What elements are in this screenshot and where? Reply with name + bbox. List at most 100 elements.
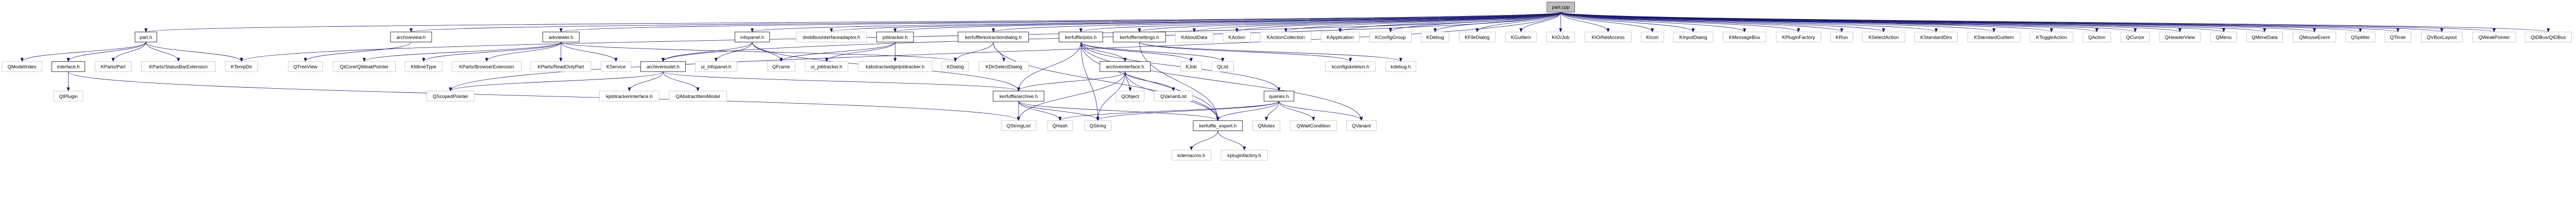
node-label: KDialog xyxy=(947,64,964,70)
node-box xyxy=(2384,31,2412,42)
node-kdebug: KDebug xyxy=(1421,31,1450,42)
node-box xyxy=(2293,31,2336,42)
edge-archiveinterface-h-to-qvariantlist xyxy=(1125,71,1175,92)
node-box xyxy=(1211,61,1234,72)
node-qstringlist: QStringList xyxy=(1001,120,1037,131)
edge-part-cpp-to-kaboutdata xyxy=(1193,12,1561,32)
node-box xyxy=(1172,150,1211,161)
node-qtreeview: QTreeView xyxy=(287,61,323,72)
node-kconfigskeleton-h: kconfigskeleton.h xyxy=(1325,61,1376,72)
node-part-h[interactable]: part.h xyxy=(134,31,157,42)
node-queries-h[interactable]: queries.h xyxy=(1263,91,1294,102)
node-ktempdir: KTempDir xyxy=(225,61,258,72)
edge-part-cpp-to-kerfuffle-settings-h xyxy=(1138,12,1561,32)
node-box xyxy=(530,61,591,72)
node-archiveview-h[interactable]: archiveview.h xyxy=(390,31,432,42)
node-box xyxy=(2121,31,2150,42)
node-label: QModelIndex xyxy=(8,64,37,70)
node-box xyxy=(958,31,1029,42)
node-qtplugin: QtPlugin xyxy=(53,91,83,102)
node-label: QHeaderView xyxy=(2165,34,2195,40)
node-label: QWaitCondition xyxy=(1297,123,1331,128)
node-kdemacros-h: kdemacros.h xyxy=(1172,150,1211,161)
edge-part-cpp-to-kio-netaccess xyxy=(1561,12,1610,32)
node-label: QVariant xyxy=(1352,123,1371,128)
node-kparts-statusbarextension: KParts/StatusBarExtension xyxy=(141,61,216,72)
edge-kerfuffle-jobs-h-to-queries-h xyxy=(1080,42,1281,92)
node-box xyxy=(141,61,216,72)
node-box xyxy=(1175,31,1213,42)
edge-part-cpp-to-jobtracker-h xyxy=(893,12,1561,32)
node-kguiitem: KGuiItem xyxy=(1505,31,1537,42)
node-label: kpluginfactory.h xyxy=(1228,152,1261,158)
edge-interface-h-to-qstringlist xyxy=(68,71,1020,121)
node-box xyxy=(543,31,580,42)
node-arkviewer-h[interactable]: arkviewer.h xyxy=(543,31,580,42)
node-kstandarddirs: KStandardDirs xyxy=(1914,31,1958,42)
node-label: KSelectAction xyxy=(1869,34,1899,40)
node-qtimer: QTimer xyxy=(2384,31,2412,42)
node-kselectaction: KSelectAction xyxy=(1862,31,1906,42)
node-ui-infopanel-h: ui_infopanel.h xyxy=(695,61,737,72)
node-box xyxy=(1830,31,1853,42)
node-label: arkviewer.h xyxy=(549,34,573,40)
node-layer: part.cpp part.h archiveview.h arkviewer.h in… xyxy=(2,2,2572,161)
node-qvariant: QVariant xyxy=(1346,120,1377,131)
node-archiveinterface-h[interactable]: archiveinterface.h xyxy=(1099,61,1151,72)
node-label: KActionCollection xyxy=(1267,34,1305,40)
node-qaction: QAction xyxy=(2082,31,2111,42)
edge-part-h-to-interface-h xyxy=(66,42,146,62)
edge-infopanel-h-to-ui-infopanel-h xyxy=(714,42,753,62)
node-kerfuffle-extractiondialog-h[interactable]: kerfuffle/extractiondialog.h xyxy=(958,31,1029,42)
node-box xyxy=(1547,2,1575,12)
edge-kerfuffle-settings-h-to-kdebug-h xyxy=(1139,42,1402,62)
node-infopanel-h[interactable]: infopanel.h xyxy=(734,31,770,42)
node-box xyxy=(1385,61,1416,72)
node-archivemodel-h[interactable]: archivemodel.h xyxy=(640,61,686,72)
node-label: KRun xyxy=(1836,34,1848,40)
node-box xyxy=(1459,31,1496,42)
node-box xyxy=(1001,120,1037,131)
node-box xyxy=(2029,31,2074,42)
node-label: KTempDir xyxy=(231,64,252,70)
node-box xyxy=(404,61,443,72)
node-kerfuffle-jobs-h[interactable]: kerfuffle/jobs.h xyxy=(1059,31,1103,42)
node-kicon: KIcon xyxy=(1640,31,1664,42)
node-label: ui_jobtracker.h xyxy=(811,64,842,70)
node-kerfuffle-archive-h[interactable]: kerfuffle/archive.h xyxy=(993,91,1044,102)
node-box xyxy=(1263,91,1294,102)
node-label: KIcon xyxy=(1646,34,1658,40)
node-label: KParts/ReadOnlyPart xyxy=(538,64,584,70)
node-label: QTreeView xyxy=(293,64,317,70)
edge-part-cpp-to-archiveview-h xyxy=(410,12,1561,32)
node-qvariantlist: QVariantList xyxy=(1154,91,1193,102)
edge-kerfuffle-archive-h-to-kerfuffle-export-h xyxy=(1018,101,1219,121)
node-part-cpp[interactable]: part.cpp xyxy=(1547,2,1575,12)
node-label: KDirSelectDialog xyxy=(986,64,1022,70)
node-label: QAbstractItemModel xyxy=(676,93,720,99)
edge-part-cpp-to-qtdbus-qtdbus xyxy=(1561,12,2550,32)
node-qscopedpointer: QScopedPointer xyxy=(427,91,474,102)
node-label: QVariantList xyxy=(1160,93,1187,99)
node-kerfuffle-export-h[interactable]: kerfuffle_export.h xyxy=(1193,120,1243,131)
edge-part-cpp-to-kstandardguiitem xyxy=(1561,12,1996,32)
node-interface-h[interactable]: interface.h xyxy=(52,61,86,72)
node-kerfuffle-settings-h[interactable]: kerfuffle/settings.h xyxy=(1113,31,1166,42)
node-kparts-browserextension: KParts/BrowserExtension xyxy=(451,61,522,72)
node-box xyxy=(1290,120,1337,131)
node-qvboxlayout: QVBoxLayout xyxy=(2421,31,2463,42)
node-jobtracker-h[interactable]: jobtracker.h xyxy=(876,31,914,42)
node-kaction: KAction xyxy=(1223,31,1251,42)
edge-part-cpp-to-kstandarddirs xyxy=(1561,12,1938,32)
node-dnddbusinterfaceadaptor-h: dnddbusinterfaceadaptor.h xyxy=(796,31,867,42)
node-kjob: KJob xyxy=(1180,61,1202,72)
node-label: QSplitter xyxy=(2351,34,2370,40)
edge-part-h-to-qmodelindex xyxy=(20,42,146,62)
node-box xyxy=(287,61,323,72)
node-label: queries.h xyxy=(1269,93,1289,99)
node-qframe: QFrame xyxy=(767,61,795,72)
node-label: KPluginFactory xyxy=(1782,34,1815,40)
node-box xyxy=(876,31,914,42)
node-box xyxy=(1115,91,1145,102)
node-qtdbus-qtdbus: QtDBus/QtDBus xyxy=(2524,31,2572,42)
